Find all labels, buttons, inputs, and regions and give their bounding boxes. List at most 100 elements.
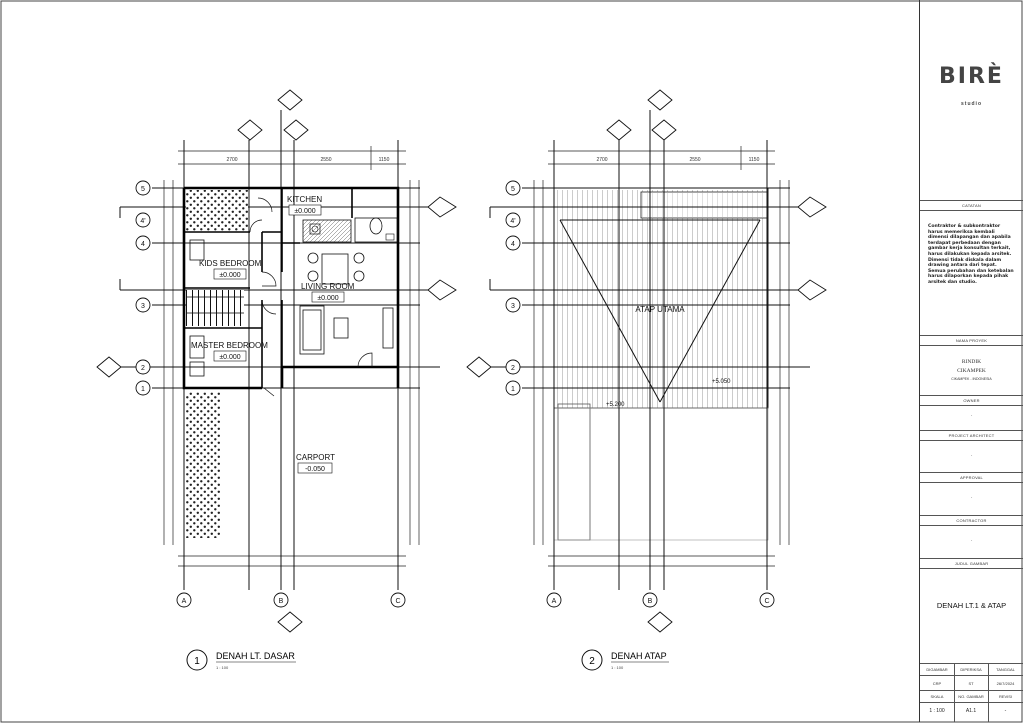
roof-grid-row-2-bubble (505, 359, 521, 375)
dim-top-2: 2550 (320, 157, 331, 163)
roof-grid-row-4p-bubble (505, 212, 521, 228)
roof-grid-col-c-label: C (764, 598, 769, 605)
table-head-scale: SKALA (930, 694, 944, 699)
section-markers (96, 89, 827, 633)
plan-2-title: DENAH ATAP (611, 651, 667, 661)
grid-row-2-bubble (135, 359, 151, 375)
roof-dim-top-1: 2700 (596, 157, 607, 163)
kitchen-counter (302, 219, 352, 243)
roof-grid-row-4-label: 4 (511, 241, 515, 248)
roof-section-marker-bottom-1 (647, 611, 673, 633)
garden-top (186, 190, 248, 232)
table-val-date: 26/7/2024 (996, 681, 1015, 686)
grid-row-5-bubble (135, 180, 151, 196)
roof-grid-row-1-label: 1 (511, 386, 515, 393)
grid-row-5-label: 5 (141, 186, 145, 193)
grid-col-b-label: B (279, 598, 284, 605)
owner-value: - (970, 412, 973, 417)
dim-top-3: 1150 (379, 157, 390, 163)
title-block: BIRÈ studio CATATAN Contraktor & subkont… (919, 0, 1023, 722)
architect-header: PROJECT ARCHITECT (948, 433, 995, 438)
table-val-drawn: CRP (932, 681, 942, 686)
grid-row-1-label: 1 (141, 386, 145, 393)
roof-grid-row-5-bubble (505, 180, 521, 196)
project-name-header: NAMA PROYEK (955, 338, 988, 343)
plan-1-title: DENAH LT. DASAR (216, 651, 295, 661)
table-val-checked: ST (968, 681, 974, 686)
master-bedroom-label: MASTER BEDROOM (191, 341, 268, 350)
grid-row-3-label: 3 (141, 303, 145, 310)
grid-col-b-bubble (273, 592, 289, 608)
project-name-line2: CIKAMPEK (957, 368, 986, 374)
garden-side (186, 392, 220, 538)
contractor-value: - (970, 537, 973, 542)
architect-value: - (970, 452, 973, 457)
carport-label: CARPORT (296, 453, 335, 462)
catatan-header: CATATAN (962, 203, 981, 208)
section-marker-top-1 (277, 89, 303, 111)
beds (189, 239, 205, 377)
grid-row-2-label: 2 (141, 365, 145, 372)
roof-area (554, 190, 768, 408)
section-marker-top-3 (283, 119, 309, 141)
living-furniture (299, 305, 394, 355)
roof-grid-row-5-label: 5 (511, 186, 515, 193)
roof-grid-col-a-bubble (546, 592, 562, 608)
table-val-scale: 1 : 100 (929, 708, 945, 714)
plan-1-number: 1 (194, 656, 200, 667)
table-head-drawn: DIGAMBAR (926, 667, 948, 672)
kitchen-label: KITCHEN (287, 195, 322, 204)
roof-grid-row-4-bubble (505, 235, 521, 251)
main-roof-label: ATAP UTAMA (635, 305, 685, 314)
roof-grid-col-b-label: B (648, 598, 653, 605)
kids-bedroom-level: ±0.000 (219, 272, 240, 279)
roof-level-a: +5.050 (712, 379, 731, 385)
notes-text: Contraktor & subkontraktor harus memerik… (928, 224, 1014, 285)
grid-row-4p-label: 4' (140, 218, 145, 225)
section-marker-right-2 (427, 279, 457, 301)
plan-2-scale: 1 : 100 (611, 665, 624, 670)
kids-bedroom-label: KIDS BEDROOM (199, 259, 262, 268)
table-head-date: TANGGAL (996, 667, 1015, 672)
plan-1-number-circle (186, 649, 208, 671)
judul-gambar-header: JUDUL GAMBAR (954, 561, 989, 566)
sheet-title: DENAH LT.1 & ATAP (936, 601, 1007, 610)
approval-value: - (970, 494, 973, 499)
roof-grid-col-a-label: A (552, 598, 557, 605)
roof-section-marker-right-2 (797, 279, 827, 301)
owner-header: OWNER (963, 398, 980, 403)
dim-top-1: 2700 (226, 157, 237, 163)
approval-header: APPROVAL (960, 475, 983, 480)
living-room-level: ±0.000 (317, 295, 338, 302)
living-room-label: LIVING ROOM (301, 282, 355, 291)
dining-set (307, 252, 365, 285)
roof-section-marker-top-3 (651, 119, 677, 141)
ground-floor-plan: KITCHEN ±0.000 KIDS BEDROOM ±0.000 LIVIN… (119, 110, 440, 671)
table-head-sheet-no: NO. GAMBAR (958, 694, 984, 699)
roof-grid-row-2-label: 2 (511, 365, 515, 372)
carport-level: -0.050 (305, 466, 325, 473)
roof-dim-top-3: 1150 (749, 157, 760, 163)
table-head-checked: DIPERIKSA (960, 667, 982, 672)
plan-2-number: 2 (589, 656, 595, 667)
roof-section-marker-top-2 (606, 119, 632, 141)
grid-row-4-label: 4 (141, 241, 145, 248)
stair (186, 290, 244, 326)
grid-col-c-bubble (390, 592, 406, 608)
kitchen-level: ±0.000 (294, 208, 315, 215)
plan-1-scale: 1 : 100 (216, 665, 229, 670)
grid-row-3-bubble (135, 297, 151, 313)
contractor-header: CONTRACTOR (956, 518, 987, 523)
grid-col-a-bubble (176, 592, 192, 608)
roof-section-marker-top-1 (647, 89, 673, 111)
section-marker-left-1 (96, 356, 122, 378)
roof-grid-col-c-bubble (759, 592, 775, 608)
studio-logo-sub: studio (961, 101, 982, 107)
roof-dim-top-2: 2550 (689, 157, 700, 163)
roof-section-marker-right-1 (797, 196, 827, 218)
table-head-revision: REVISI (998, 694, 1013, 699)
section-marker-right-1 (427, 196, 457, 218)
section-marker-top-2 (237, 119, 263, 141)
